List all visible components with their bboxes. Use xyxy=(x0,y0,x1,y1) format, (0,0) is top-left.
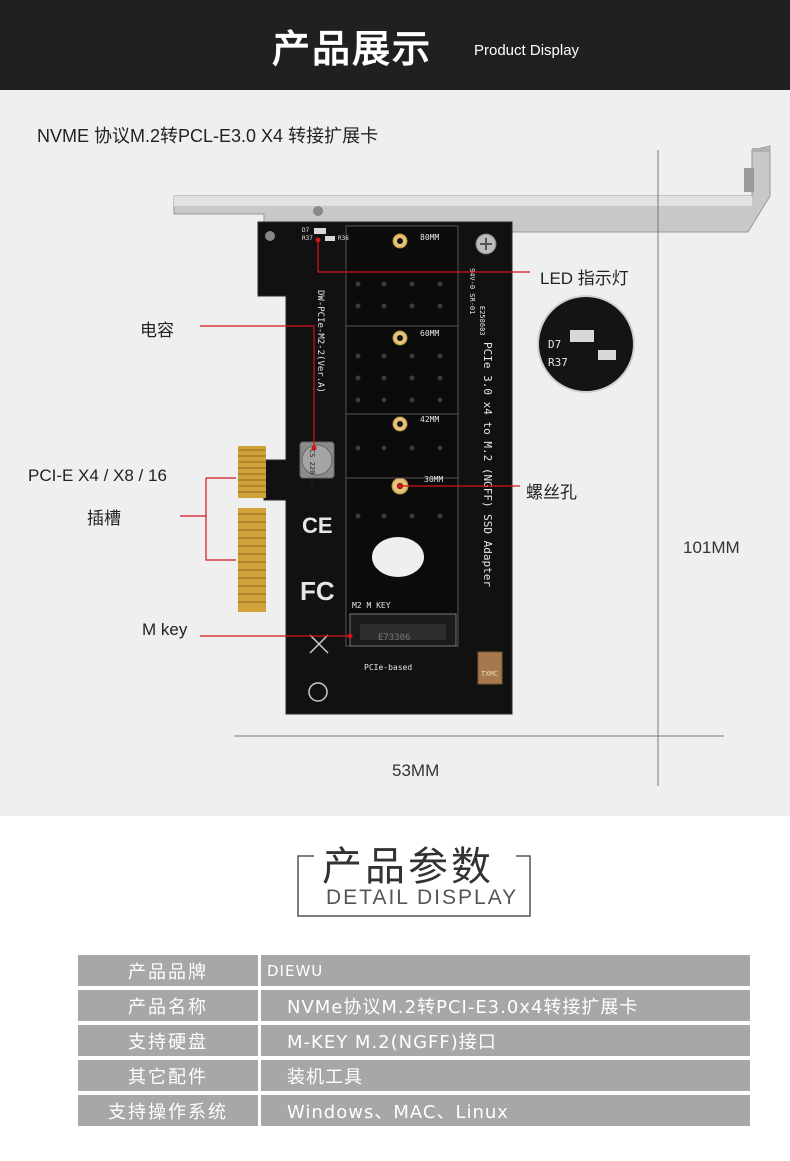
table-row: 支持硬盘 M-KEY M.2(NGFF)接口 xyxy=(78,1025,750,1056)
callout-led: LED 指示灯 xyxy=(540,269,629,288)
param-value: NVMe协议M.2转PCI-E3.0x4转接扩展卡 xyxy=(261,990,750,1021)
table-row: 其它配件 装机工具 xyxy=(78,1060,750,1091)
board-mark-60: 60MM xyxy=(420,329,439,338)
dimension-height: 101MM xyxy=(683,538,740,557)
inset-r37: R37 xyxy=(548,356,568,369)
table-row: 产品品牌 DIEWU xyxy=(78,955,750,986)
dimension-width: 53MM xyxy=(392,761,440,780)
board-mark-80: 80MM xyxy=(420,233,439,242)
gold-fingers-short xyxy=(238,446,266,498)
board-cutout xyxy=(372,537,424,577)
board-ul: 94V-0 SR-01 xyxy=(468,268,476,314)
led-zoom-inset: D7 R37 xyxy=(537,295,635,393)
board-mark-42: 42MM xyxy=(420,415,439,424)
metal-bracket xyxy=(173,145,771,233)
board-adapter-name: PCIe 3.0 x4 to M.2 (NGFF) SSD Adapter xyxy=(481,342,494,587)
product-illustration: 80MM 60MM 42MM 30MM M2 M KEY PCIe-based … xyxy=(173,145,771,786)
param-key: 支持硬盘 xyxy=(78,1025,258,1056)
param-key: 支持操作系统 xyxy=(78,1095,258,1126)
callout-capacitor: 电容 xyxy=(140,321,174,340)
callout-slot: PCI-E X4 / X8 / 16 xyxy=(28,466,167,485)
board-model: DW-PCIe-M2-2(Ver.A) xyxy=(315,290,325,393)
table-row: 支持操作系统 Windows、MAC、Linux xyxy=(78,1095,750,1126)
header-subtitle: Product Display xyxy=(474,42,580,59)
header-banner: 产品展示 Product Display xyxy=(0,0,790,90)
inset-d7: D7 xyxy=(548,338,561,351)
dimension-lines xyxy=(234,150,724,786)
callout-lines xyxy=(180,240,530,637)
board-led-d7: D7 xyxy=(302,227,310,234)
board-mark-30: 30MM xyxy=(424,475,443,484)
param-value: 装机工具 xyxy=(261,1060,750,1091)
param-value: DIEWU xyxy=(261,955,750,986)
board-r36: R36 xyxy=(338,235,349,242)
table-row: 产品名称 NVMe协议M.2转PCI-E3.0x4转接扩展卡 xyxy=(78,990,750,1021)
board-chip-code: E73306 xyxy=(378,633,411,643)
param-value: Windows、MAC、Linux xyxy=(261,1095,750,1126)
ce-mark: CE xyxy=(302,513,333,538)
header-title: 产品展示 xyxy=(272,27,433,71)
details-title: 产品参数 xyxy=(322,844,494,890)
params-table: 产品品牌 DIEWU 产品名称 NVMe协议M.2转PCI-E3.0x4转接扩展… xyxy=(78,951,750,1130)
board-brand-tag: TXMC xyxy=(481,670,498,678)
fc-mark: FC xyxy=(300,576,335,606)
capacitor-label: CS 220 16V xyxy=(308,449,316,492)
pcb-board xyxy=(238,221,513,715)
param-key: 产品名称 xyxy=(78,990,258,1021)
callout-screw-hole: 螺丝孔 xyxy=(526,483,577,502)
param-key: 产品品牌 xyxy=(78,955,258,986)
gold-fingers-long xyxy=(238,508,266,612)
param-key: 其它配件 xyxy=(78,1060,258,1091)
callout-slot-sub: 插槽 xyxy=(87,509,121,528)
param-value: M-KEY M.2(NGFF)接口 xyxy=(261,1025,750,1056)
board-slot-label: M2 M KEY xyxy=(352,601,391,610)
callout-m-key: M key xyxy=(142,620,188,639)
board-led-r37: R37 xyxy=(302,235,313,242)
product-heading: NVME 协议M.2转PCL-E3.0 X4 转接扩展卡 xyxy=(37,126,379,146)
board-e-code: E258603 xyxy=(478,306,486,336)
details-subtitle: DETAIL DISPLAY xyxy=(326,886,519,909)
board-pcie-label: PCIe-based xyxy=(364,663,412,672)
